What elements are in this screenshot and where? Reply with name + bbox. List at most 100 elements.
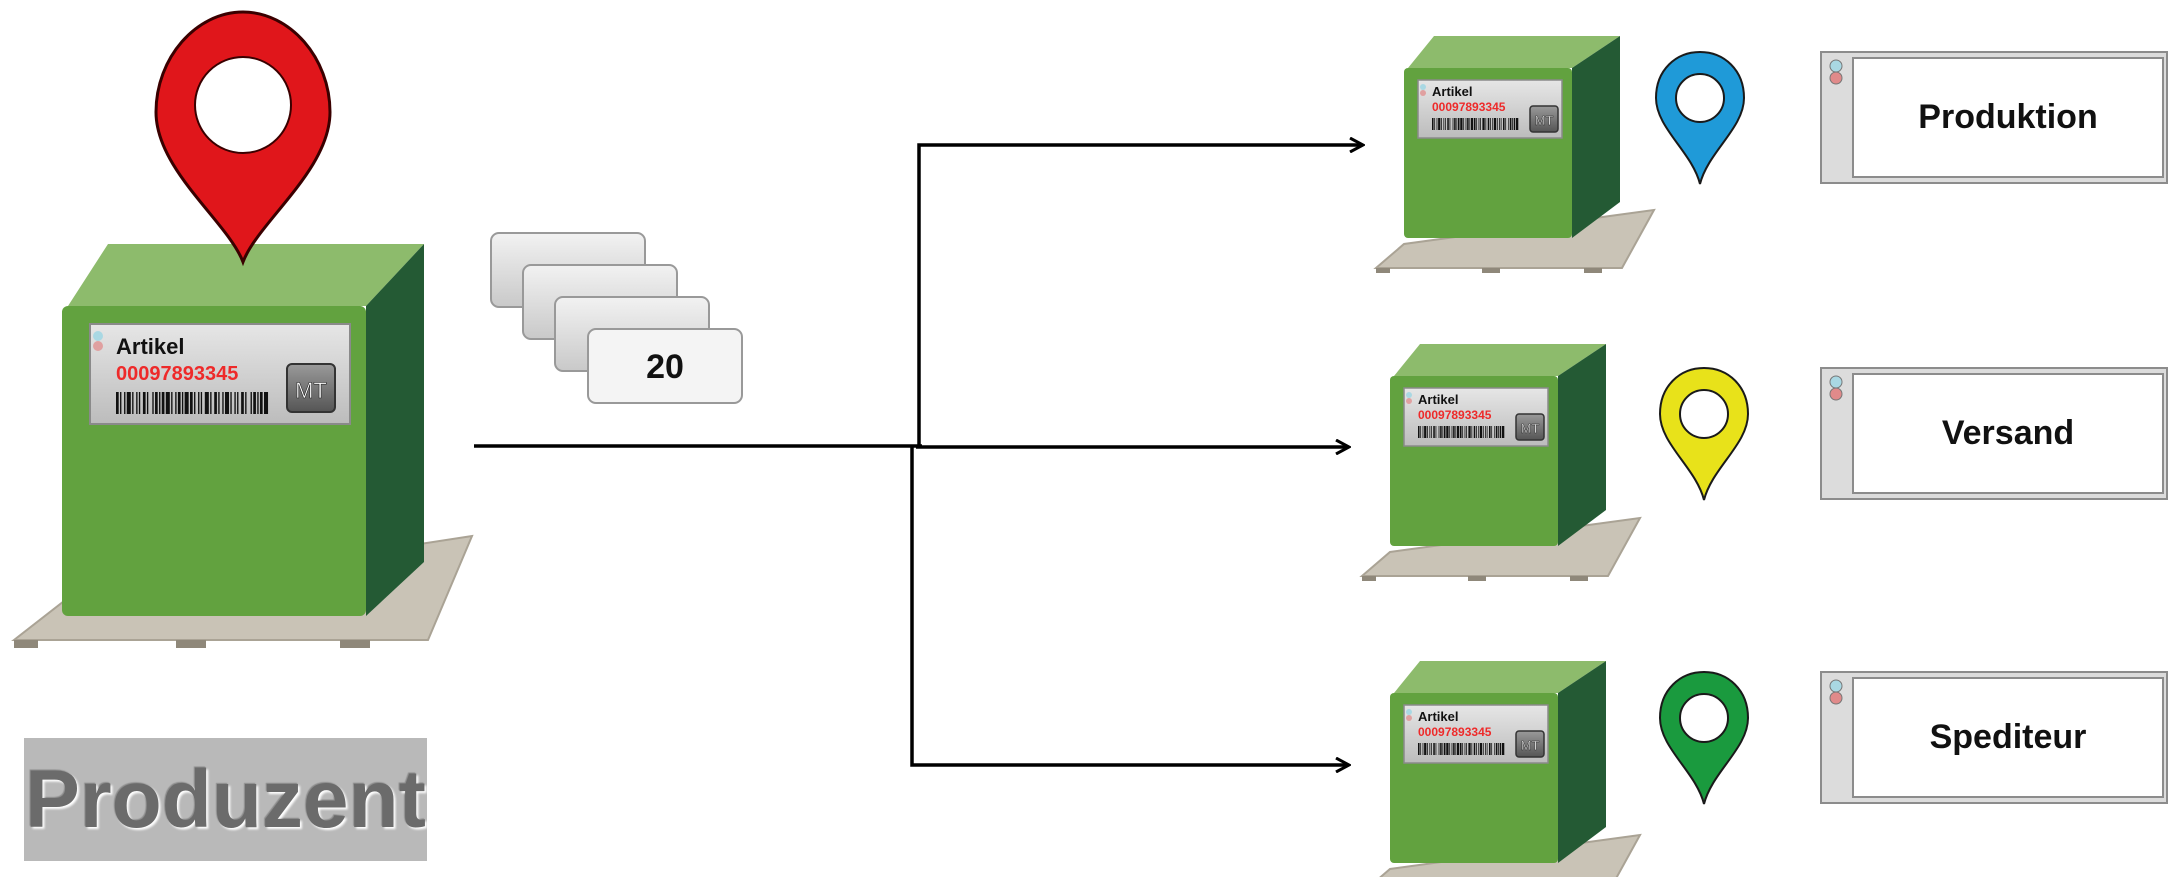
box-tag-number: 00097893345: [116, 363, 238, 385]
barcode-bar: [165, 392, 170, 414]
barcode-bar: [1449, 743, 1451, 755]
producer-pallet-box: Artikel 00097893345 MT: [11, 244, 474, 648]
tag-indicator-icon: [93, 331, 103, 341]
barcode-bar: [1424, 426, 1427, 438]
pallet-foot: [1570, 576, 1588, 581]
barcode-bar: [1429, 743, 1431, 755]
mt-badge-icon: [1529, 105, 1559, 133]
barcode-bar: [1440, 743, 1442, 755]
barcode-bar: [1486, 426, 1488, 438]
pallet-foot: [176, 640, 206, 648]
barcode-bar: [1468, 426, 1471, 438]
barcode-bar: [1446, 426, 1449, 438]
barcode-bar: [1438, 426, 1440, 438]
barcode-bar: [1473, 743, 1476, 755]
barcode-bar: [1485, 743, 1486, 755]
barcode-bar: [1500, 118, 1502, 130]
barcode-bar: [177, 392, 181, 414]
barcode-bar: [1418, 743, 1420, 755]
barcode-bar: [1502, 743, 1505, 755]
label-count: 20: [646, 348, 684, 386]
barcode-bar: [1494, 743, 1496, 755]
destination-panel: Spediteur: [1820, 671, 2168, 804]
destination-label: Versand: [1942, 414, 2074, 452]
mt-badge-text: MT: [1521, 738, 1540, 753]
tag-indicator-icon: [93, 341, 103, 351]
box-tag-number: 00097893345: [1418, 408, 1492, 422]
barcode-bar: [1482, 118, 1485, 130]
panel-screen: [1852, 57, 2164, 178]
barcode-bar: [237, 392, 239, 414]
barcode-bar: [1470, 118, 1474, 130]
barcode-bar: [1489, 743, 1491, 755]
barcode-bar: [1498, 743, 1499, 755]
barcode-bar: [1485, 426, 1486, 438]
barcode-bar: [1471, 426, 1473, 438]
panel-indicator-icon: [1829, 691, 1843, 705]
barcode-bar: [198, 392, 200, 414]
barcode-bar: [1447, 118, 1449, 130]
barcode-bar: [1495, 426, 1498, 438]
box-top-face: [68, 244, 424, 306]
mt-badge-text: MT: [295, 378, 327, 403]
barcode-bar: [1456, 118, 1458, 130]
barcode-bar: [126, 392, 131, 414]
barcode-bar: [1469, 118, 1471, 130]
barcode-bar: [1420, 743, 1422, 755]
barcode-bar: [234, 392, 236, 414]
mt-badge-text: MT: [1535, 113, 1554, 128]
barcode-bar: [1449, 118, 1451, 130]
barcode-bar: [1456, 426, 1460, 438]
panel-indicator-icon: [1829, 59, 1843, 73]
barcode-bar: [1433, 743, 1435, 755]
barcode-bar: [1444, 118, 1446, 130]
barcode-bar: [1451, 426, 1453, 438]
box-tag-number: 00097893345: [1432, 100, 1506, 114]
destination-panel: Versand: [1820, 367, 2168, 500]
map-pin-icon: [1658, 670, 1750, 805]
barcode-bar: [1438, 118, 1441, 130]
barcode-bar: [1512, 118, 1513, 130]
label-stack: 20: [490, 232, 743, 404]
barcode-bar: [1516, 118, 1519, 130]
pallet-foot: [14, 640, 38, 648]
barcode-bar: [1454, 118, 1456, 130]
barcode-bar: [230, 392, 232, 414]
barcode-bar: [1493, 118, 1497, 130]
barcode-bar: [1462, 426, 1464, 438]
barcode-bar: [1449, 426, 1451, 438]
barcode-bar: [1435, 426, 1437, 438]
panel-screen: [1852, 677, 2164, 798]
barcode-icon: [116, 392, 269, 414]
barcode-bar: [194, 392, 196, 414]
mt-badge-icon: [286, 363, 336, 413]
barcode-bar: [181, 392, 184, 414]
box-tag-title: Artikel: [1432, 84, 1472, 99]
barcode-bar: [200, 392, 203, 414]
barcode-bar: [184, 392, 189, 414]
tag-indicator-icon: [1406, 392, 1412, 398]
barcode-bar: [1487, 118, 1490, 130]
producer-label: Produzent: [24, 738, 427, 861]
destination-label: Spediteur: [1930, 718, 2087, 756]
destination-label: Produktion: [1918, 98, 2097, 136]
barcode-icon: [1418, 743, 1505, 755]
barcode-bar: [1503, 118, 1505, 130]
barcode-bar: [264, 392, 269, 414]
barcode-bar: [1496, 118, 1498, 130]
barcode-bar: [175, 392, 177, 414]
barcode-bar: [190, 392, 193, 414]
barcode-bar: [1471, 743, 1473, 755]
barcode-bar: [1478, 426, 1480, 438]
barcode-bar: [1442, 426, 1444, 438]
panel-screen: [1852, 373, 2164, 494]
barcode-bar: [1441, 118, 1442, 130]
box-tag-number: 00097893345: [1418, 725, 1492, 739]
barcode-bar: [1442, 743, 1444, 755]
barcode-bar: [1482, 426, 1484, 438]
barcode-bar: [1453, 426, 1455, 438]
tag-indicator-icon: [1420, 84, 1426, 90]
barcode-bar: [155, 392, 158, 414]
